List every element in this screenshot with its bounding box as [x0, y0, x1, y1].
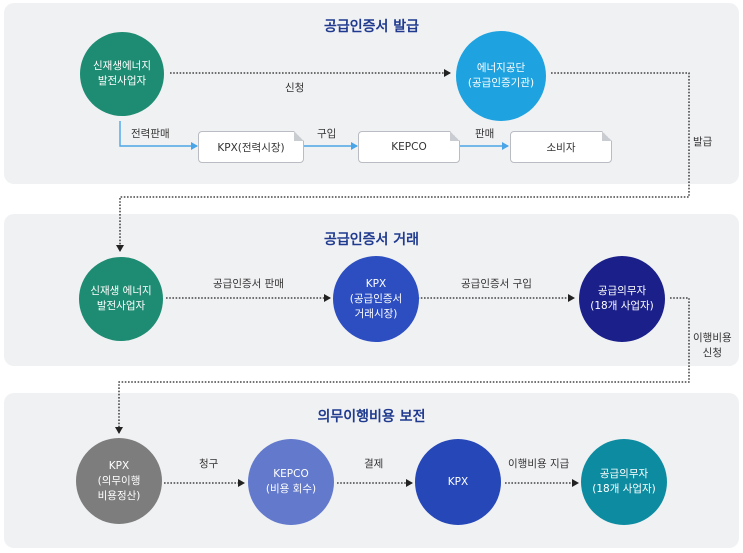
claim-label: 청구: [199, 458, 219, 470]
cert-purchase-label: 공급인증서 구입: [461, 278, 532, 290]
energy-agency-node: 에너지공단 (공급인증기관): [456, 31, 546, 121]
sell-label: 판매: [475, 128, 495, 140]
kpx-market-box: KPX(전력시장): [198, 131, 304, 163]
issue-label: 발급: [693, 136, 713, 148]
compensation-section-title: 의무이행비용 보전: [317, 409, 426, 425]
issue-arrow: [116, 72, 690, 252]
request-label: 신청: [285, 82, 305, 94]
kpx-cert-market-node: KPX (공급인증서 거래시장): [333, 256, 419, 342]
issue-section-title: 공급인증서 발급: [323, 19, 420, 35]
buy-label: 구입: [317, 128, 337, 140]
kepco-box: KEPCO: [358, 131, 460, 163]
obligor-node-2: 공급의무자 (18개 사업자): [581, 439, 667, 525]
settle-label: 결제: [364, 458, 384, 470]
power-sale-label: 전력판매: [131, 128, 170, 140]
power-sale-arrow: [119, 121, 198, 150]
cost-request-arrow: [115, 297, 690, 434]
producer-node: 신재생에너지 발전사업자: [80, 32, 164, 116]
obligor-node: 공급의무자 (18개 사업자): [579, 256, 665, 342]
kpx-settlement-node: KPX (의무이행 비용정산): [76, 438, 162, 524]
cost-request-label: 이행비용 신청: [693, 332, 732, 359]
trade-section-title: 공급인증서 거래: [323, 232, 420, 248]
cert-sale-label: 공급인증서 판매: [213, 278, 284, 290]
cost-payment-label: 이행비용 지급: [508, 458, 570, 470]
consumer-box: 소비자: [510, 131, 612, 163]
producer-node-2: 신재생 에너지 발전사업자: [79, 257, 163, 341]
kpx-node: KPX: [415, 439, 501, 525]
kepco-recovery-node: KEPCO (비용 회수): [248, 439, 334, 525]
